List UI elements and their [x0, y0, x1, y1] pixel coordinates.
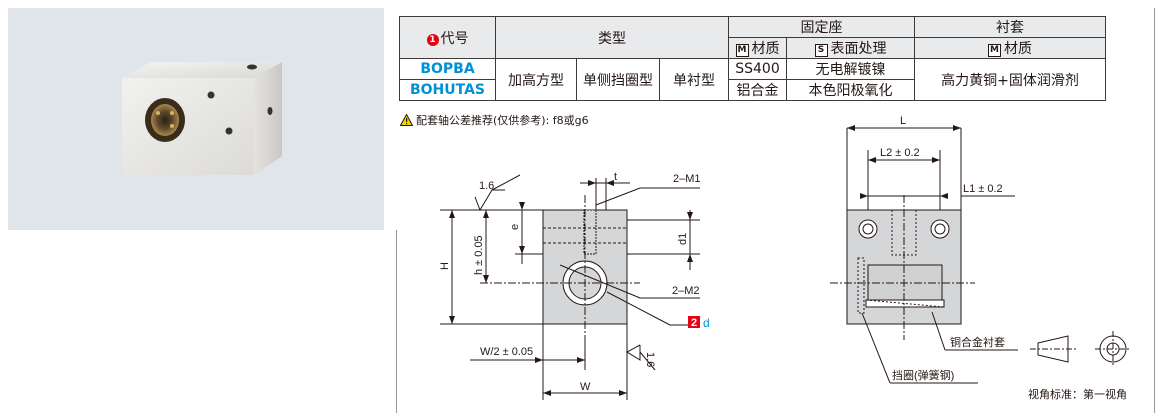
product-photo — [122, 62, 282, 175]
warning-icon — [400, 114, 413, 126]
type-value-1: 加高方型 — [495, 58, 577, 101]
dim-L: L — [900, 115, 906, 127]
dim-e: e — [509, 224, 521, 230]
surface-anodized: 本色阳极氧化 — [786, 79, 915, 101]
roughness-label-2: 1.6 — [644, 352, 656, 367]
side-hole-left — [858, 219, 878, 239]
material-badge: M — [735, 44, 749, 57]
dim-m2: 2–M2 — [672, 285, 700, 297]
frame-divider-left — [396, 230, 397, 413]
material-aluminum: 铝合金 — [728, 79, 787, 101]
product-photo-panel — [8, 8, 384, 230]
d-badge: 2 — [691, 317, 697, 329]
dim-L2: L2 ± 0.2 — [880, 147, 920, 159]
dim-d1: d1 — [677, 233, 689, 245]
surface-nickel: 无电解镀镍 — [786, 58, 915, 80]
bushing-value: 高力黄铜+固体润滑剂 — [914, 58, 1106, 101]
bushing-label: 铜合金衬套 — [950, 335, 1005, 349]
dim-d: d — [703, 316, 710, 330]
note-text: 配套轴公差推荐(仅供参考): f8或g6 — [416, 114, 589, 127]
code-badge: 1 — [426, 33, 439, 46]
d-badge-bg — [688, 316, 700, 328]
projection-cone-symbol — [1037, 335, 1069, 363]
surface-badge: S — [814, 44, 828, 57]
shaft-tolerance-note: 配套轴公差推荐(仅供参考): f8或g6 — [400, 112, 589, 128]
frame-divider-right — [1154, 8, 1155, 413]
side-hole-right — [930, 219, 950, 239]
dim-m1: 2–M1 — [673, 173, 701, 185]
dim-t: t — [614, 171, 617, 183]
view-standard: 视角标准：第一视角 — [1028, 387, 1127, 401]
code-bohutas: BOHUTAS — [399, 79, 496, 101]
dim-W: W — [580, 381, 591, 393]
type-value-3: 单衬型 — [659, 58, 729, 101]
dim-H: H — [439, 262, 451, 270]
type-value-2: 单侧挡圈型 — [576, 58, 660, 101]
code-header: 代号 — [440, 30, 469, 47]
dim-h: h ± 0.05 — [473, 235, 485, 275]
dim-L1: L1 ± 0.2 — [963, 183, 1003, 195]
bushing-header: 衬套 — [914, 16, 1106, 38]
roughness-label-1: 1.6 — [479, 180, 494, 192]
dim-w-half: W/2 ± 0.05 — [480, 346, 533, 358]
material-ss400: SS400 — [728, 58, 787, 80]
ring-label: 挡圈(弹簧钢) — [892, 368, 954, 382]
bushing-material-badge: M — [988, 44, 1001, 57]
